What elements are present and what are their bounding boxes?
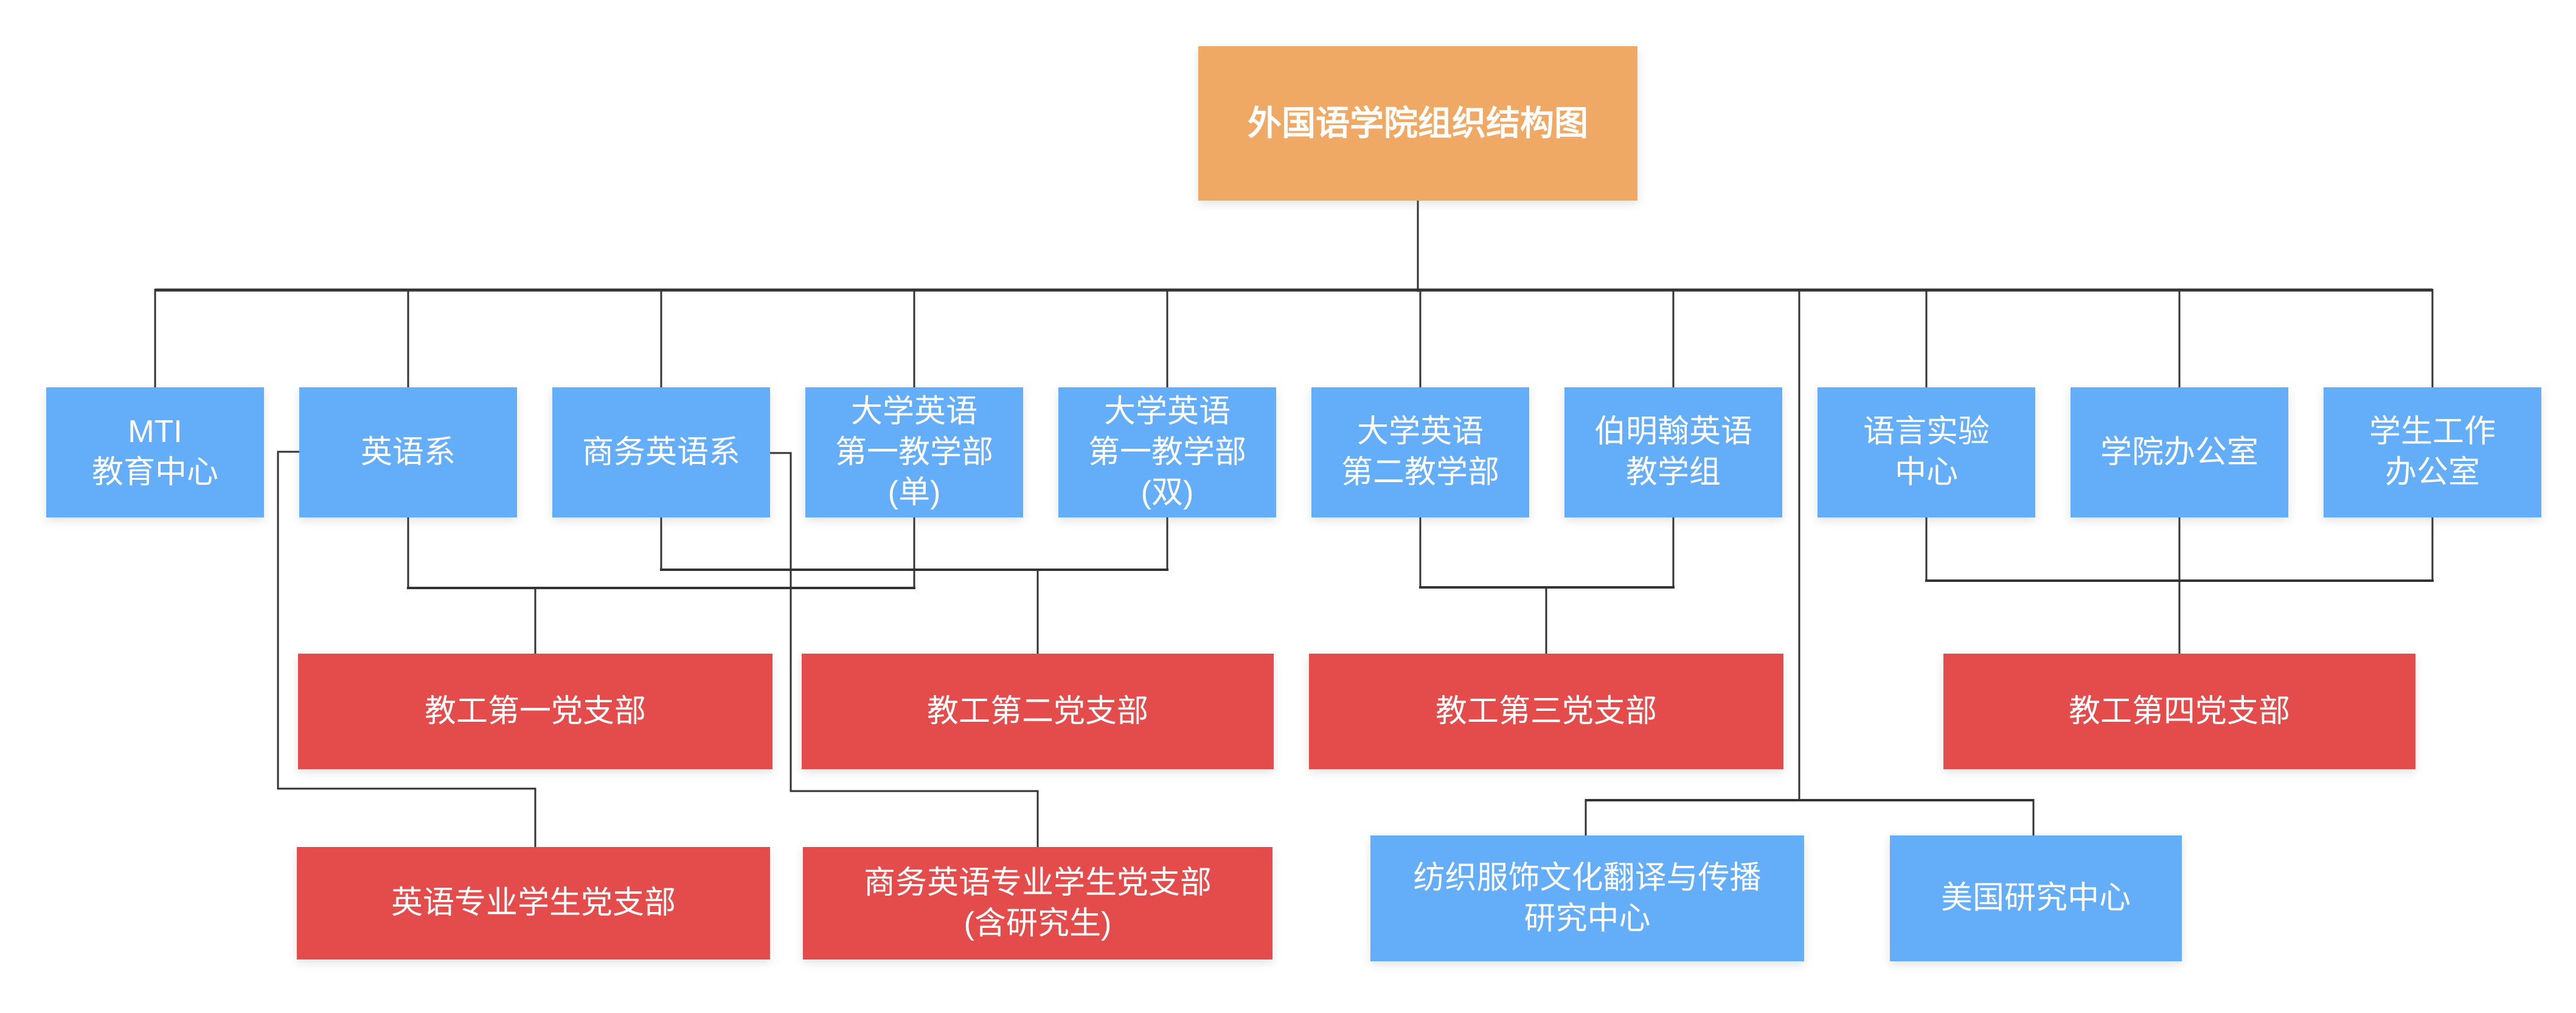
english-department: 英语系 [299,387,517,517]
american-studies-center: 美国研究中心 [1890,835,2182,961]
business-english-student-party-branch: 商务英语专业学生党支部 (含研究生) [803,847,1272,959]
mti-education-center: MTI 教育中心 [46,387,264,517]
textile-costume-culture-translation-research-center: 纺织服饰文化翻译与传播 研究中心 [1370,835,1804,961]
faculty-party-branch-3: 教工第三党支部 [1309,654,1783,769]
birmingham-english-teaching-group: 伯明翰英语 教学组 [1564,387,1782,517]
college-english-teaching-dept-1-even: 大学英语 第一教学部 (双) [1058,387,1276,517]
root-title: 外国语学院组织结构图 [1198,46,1637,201]
college-english-teaching-dept-2: 大学英语 第二教学部 [1311,387,1529,517]
college-english-teaching-dept-1-odd: 大学英语 第一教学部 (单) [805,387,1023,517]
student-affairs-office: 学生工作 办公室 [2324,387,2541,517]
language-lab-center: 语言实验 中心 [1817,387,2035,517]
college-office: 学院办公室 [2071,387,2288,517]
business-english-department: 商务英语系 [552,387,770,517]
faculty-party-branch-4: 教工第四党支部 [1943,654,2415,769]
english-major-student-party-branch: 英语专业学生党支部 [297,847,770,959]
business-english-student-branch-connector [769,452,1039,849]
english-student-branch-connector [277,451,536,849]
faculty-party-branch-1: 教工第一党支部 [298,654,772,769]
faculty-party-branch-2: 教工第二党支部 [802,654,1274,769]
